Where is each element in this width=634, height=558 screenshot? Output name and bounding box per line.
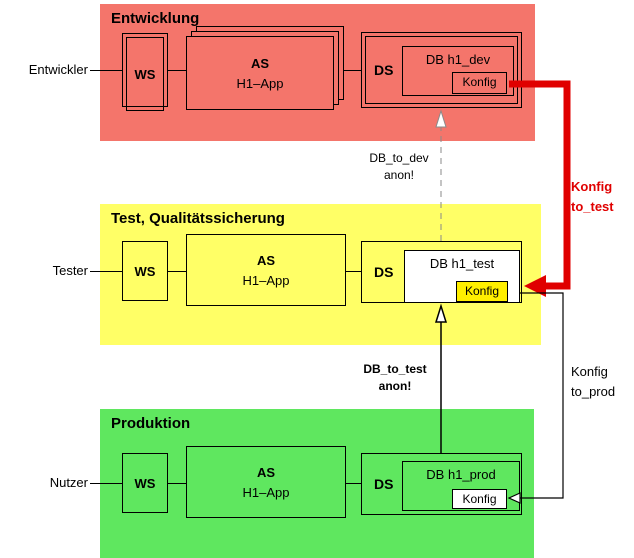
konfig-to-test-label: Konfig to_test [571,177,614,217]
prod-ds-label: DS [374,476,394,492]
db-to-dev-label-line1: DB_to_dev [369,151,429,165]
db-to-test-label-line2: anon! [378,379,412,393]
konfig-to-test-label-line2: to_test [571,199,614,214]
dev-ds-inner-frame [365,36,518,104]
prod-db-label: DB h1_prod [426,467,496,482]
konfig-to-prod-label-line2: to_prod [571,384,616,399]
prod-as-label: AS [256,464,276,480]
prod-app-label: H1–App [242,484,290,500]
connector-nutzer-ws [90,483,122,484]
prod-ws-label: WS [134,475,156,491]
test-ws-box: WS [122,241,168,301]
test-db-label: DB h1_test [429,256,495,271]
dev-db-label: DB h1_dev [425,52,491,67]
konfig-to-test-label-line1: Konfig [571,179,613,194]
connector-prod-ws-as [168,483,186,484]
dev-app-label: H1–App [236,75,284,91]
test-as-box: AS H1–App [186,234,346,306]
connector-test-as-ds [346,271,361,272]
test-konfig-label: Konfig [464,284,500,298]
dev-konfig-label: Konfig [462,75,497,89]
actor-nutzer: Nutzer [49,475,88,490]
prod-as-box: AS H1–App [186,446,346,518]
db-to-dev-label: DB_to_dev anon! [357,150,441,184]
test-ws-label: WS [134,263,156,279]
dev-ws-box: WS [122,33,168,111]
actor-tester: Tester [52,263,88,278]
prod-band-title: Produktion [111,415,191,432]
test-as-label: AS [256,252,276,268]
connector-dev-as-ds [344,70,361,71]
db-to-dev-label-line2: anon! [383,168,415,182]
prod-ws-box: WS [122,453,168,513]
connector-prod-as-ds [346,483,361,484]
connector-entwickler-ws [90,70,122,71]
db-to-test-label-line1: DB_to_test [363,362,427,376]
actor-entwickler: Entwickler [28,62,88,77]
dev-ws-inner-frame: WS [126,37,164,111]
test-app-label: H1–App [242,272,290,288]
connector-tester-ws [90,271,122,272]
test-konfig-box: Konfig [456,281,508,302]
test-band-title: Test, Qualitätssicherung [111,210,285,227]
konfig-to-prod-label: Konfig to_prod [571,362,615,402]
dev-as-label: AS [250,55,270,71]
dev-konfig-box: Konfig [452,72,507,94]
dev-ws-label: WS [134,66,156,82]
prod-konfig-label: Konfig [462,492,497,506]
konfig-to-prod-label-line1: Konfig [571,364,608,379]
prod-konfig-box: Konfig [452,489,507,509]
connector-test-ws-as [168,271,186,272]
dev-ds-label: DS [374,62,394,78]
test-ds-label: DS [374,264,394,280]
dev-band-title: Entwicklung [111,10,200,27]
db-to-test-label: DB_to_test anon! [353,361,437,395]
connector-dev-ws-as [168,70,186,71]
dev-as-box: AS H1–App [186,36,334,110]
